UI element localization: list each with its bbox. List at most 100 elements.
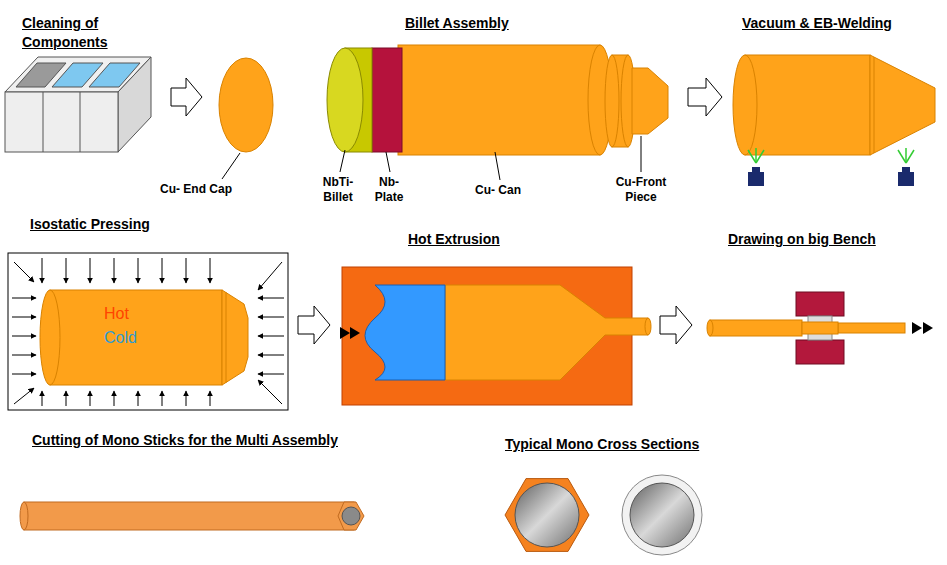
flow-arrow — [660, 306, 692, 344]
cross-section — [622, 475, 702, 555]
cleaning-tank — [89, 63, 140, 87]
step-heading: Hot Extrusion — [408, 230, 538, 249]
pressure-arrow — [12, 298, 36, 299]
welded-billet — [733, 55, 757, 155]
cross-section — [515, 483, 579, 547]
pressure-arrow — [14, 262, 34, 282]
press-chamber — [222, 290, 248, 385]
eb-gun — [748, 150, 756, 163]
part-label: Nb-Plate — [367, 175, 411, 205]
step-heading: Isostatic Pressing — [30, 215, 190, 234]
drawing-die — [710, 320, 802, 336]
welded-billet — [733, 55, 935, 155]
billet-assembly — [327, 48, 363, 152]
cross-section — [505, 475, 702, 555]
process-step: Isostatic Pressing — [6, 213, 290, 413]
pressure-arrow — [186, 391, 187, 406]
step-heading: Drawing on big Bench — [728, 230, 918, 249]
billet-assembly — [340, 150, 345, 172]
welded-billet — [874, 57, 875, 153]
drawing-die — [912, 322, 922, 334]
process-step: Hot Extrusion — [338, 228, 652, 408]
pressure-arrow — [210, 391, 211, 406]
billet-assembly — [641, 136, 642, 172]
end-cap — [222, 153, 240, 179]
end-cap — [219, 58, 273, 152]
billet-assembly — [632, 68, 668, 134]
process-step: Vacuum & EB-Welding — [730, 12, 942, 162]
part-label: Cu- Can — [475, 183, 545, 198]
pressure-arrow — [186, 258, 187, 283]
drawing-die — [838, 323, 905, 333]
part-label: Cold — [104, 328, 164, 347]
pressure-arrow — [114, 391, 115, 406]
pressure-arrow — [114, 258, 115, 283]
step-heading: Cleaning of Components — [22, 14, 132, 52]
step-heading: Vacuum & EB-Welding — [742, 14, 937, 33]
welded-billet — [870, 55, 935, 155]
label-anchor: Cu- Can — [475, 183, 545, 198]
pressure-arrow — [66, 391, 67, 406]
flow-arrow — [171, 78, 202, 116]
extrusion-press — [445, 285, 648, 380]
extrusion-press — [645, 318, 651, 335]
cross-section — [505, 479, 589, 552]
pressure-arrow — [210, 258, 211, 283]
part-label: Cu-Front Piece — [605, 175, 677, 205]
extrusion-press — [365, 285, 445, 380]
welded-billet — [745, 55, 870, 155]
cleaning-tank — [5, 92, 118, 152]
press-chamber — [40, 290, 60, 385]
billet-assembly — [340, 136, 641, 180]
pressure-arrow — [162, 391, 163, 406]
eb-gun — [748, 172, 764, 186]
press-chamber — [226, 292, 227, 383]
pressure-arrow — [42, 391, 43, 406]
process-step: Billet Assembly — [210, 12, 680, 172]
press-chamber — [8, 253, 288, 410]
flow-arrow — [298, 306, 330, 344]
cross-section — [630, 483, 694, 547]
label-anchor: Cold — [104, 328, 164, 347]
billet-assembly — [327, 45, 668, 180]
press-chamber — [50, 290, 222, 385]
process-step: Drawing on big Bench — [700, 228, 940, 378]
step-heading: Typical Mono Cross Sections — [505, 435, 743, 454]
mono-stick — [24, 502, 354, 530]
cleaning-tank — [5, 57, 151, 152]
eb-gun — [748, 148, 914, 186]
pressure-arrow — [162, 258, 163, 283]
billet-assembly — [495, 152, 500, 180]
process-step: Cutting of Mono Sticks for the Multi Ass… — [18, 428, 414, 538]
pressure-arrow — [12, 317, 36, 318]
extrusion-press — [340, 327, 350, 339]
billet-assembly — [372, 48, 402, 152]
pressure-arrow — [258, 374, 284, 375]
pressure-arrow — [138, 391, 139, 406]
pressure-arrow — [14, 388, 34, 404]
billet-assembly — [398, 45, 600, 155]
mono-stick — [20, 502, 364, 530]
part-label: Hot — [104, 304, 164, 323]
press-chamber — [8, 253, 288, 410]
mono-stick — [342, 507, 360, 525]
mono-stick — [20, 502, 28, 530]
cleaning-tank — [80, 92, 81, 152]
drawing-die — [796, 292, 844, 316]
pressure-arrow — [12, 336, 36, 337]
part-label: Cu- End Cap — [160, 182, 255, 197]
label-anchor: Cu- End Cap — [160, 182, 255, 197]
pressure-arrow — [66, 258, 67, 283]
pressure-arrow — [12, 258, 284, 406]
process-step: Cleaning of Components — [3, 12, 163, 157]
billet-assembly — [605, 55, 619, 147]
eb-gun — [748, 148, 914, 163]
flow-arrow — [688, 78, 722, 116]
eb-gun — [898, 150, 906, 163]
drawing-die — [707, 320, 713, 336]
drawing-die — [707, 292, 933, 364]
pressure-arrow — [90, 391, 91, 406]
pressure-arrow — [12, 374, 36, 375]
